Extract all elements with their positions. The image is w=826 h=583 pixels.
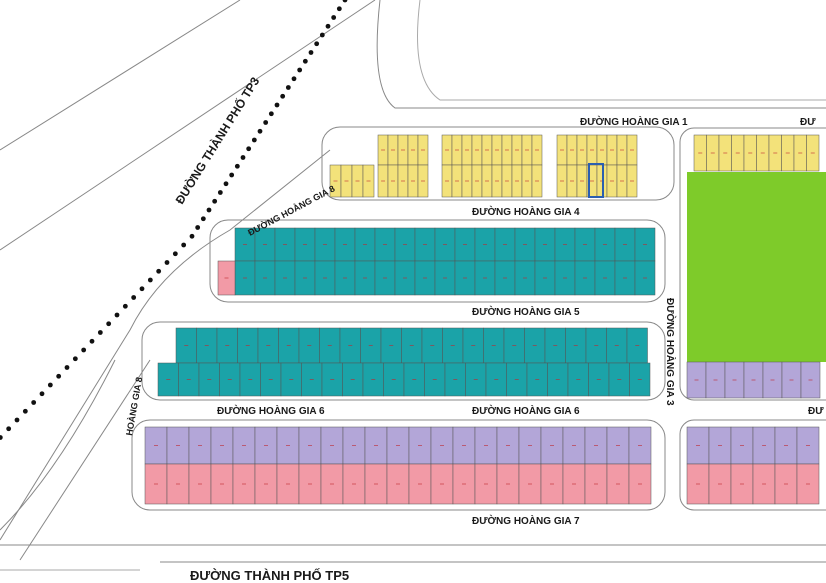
label-hoang-gia-6-left: ĐƯỜNG HOÀNG GIA 6 [217,404,325,417]
rail-dot [257,128,263,134]
rail-dot [212,198,218,204]
rail-dot [72,356,78,362]
block-outlines [131,126,826,511]
rail-dot [302,58,308,64]
rail-dot [274,102,280,108]
rail-dot [331,15,337,20]
rail-dot [97,330,103,335]
label-hoang-gia-4: ĐƯỜNG HOÀNG GIA 4 [472,205,580,218]
rail-dot [181,242,187,248]
road-hoang-gia-1 [376,0,826,109]
rail-dot [342,0,348,3]
rail-dot [246,146,252,152]
rail-dot [0,435,3,440]
road-tp5 [0,544,826,571]
rail-dot [122,303,128,309]
rail-dot [195,225,201,230]
rail-dot [106,321,112,327]
rail-dot [285,85,291,90]
highlighted-lot[interactable] [588,163,604,198]
rail-dot [47,382,53,388]
rail-dot [229,172,235,178]
rail-dot [297,67,303,73]
rail-dot [39,391,45,397]
rail-dot [6,426,12,432]
park-area [687,172,826,362]
rail-dot [325,23,331,29]
railway-line [0,0,348,440]
rail-dot [319,32,325,38]
rail-dot [240,155,246,160]
label-tp3: ĐƯỜNG THÀNH PHỐ TP3 [172,74,263,207]
rail-dot [131,295,137,300]
rail-dot [234,163,240,169]
rail-dot [314,41,320,47]
rail-dot [64,365,70,370]
rail-dot [147,277,153,283]
rail-dot [14,417,20,423]
label-tp5: ĐƯỜNG THÀNH PHỐ TP5 [190,568,349,583]
rail-dot [291,76,297,82]
label-hoang-gia-6: ĐƯỜNG HOÀNG GIA 6 [472,404,580,417]
label-hoang-gia-1-cut: ĐƯ [800,117,816,128]
label-hoang-gia-7: ĐƯỜNG HOÀNG GIA 7 [472,514,580,527]
rail-dot [189,233,195,239]
label-hoang-gia-8-lower: HOÀNG GIA 8 [124,376,144,436]
rail-dot [217,190,223,195]
lots-layer [144,134,821,505]
label-hoang-gia-3: ĐƯỜNG HOÀNG GIA 3 [664,298,677,406]
label-hoang-gia-6-cut: ĐƯ [808,406,824,417]
rail-dot [280,93,286,99]
rail-dot [308,50,314,55]
rail-dot [268,111,274,117]
rail-dot [172,251,178,257]
rail-dot [156,268,162,274]
rail-dot [22,408,28,414]
rail-dot [251,137,257,143]
rail-dot [164,260,170,265]
rail-dot [200,216,206,222]
rail-dot [81,347,87,353]
rail-dot [114,312,120,318]
rail-dot [31,400,37,405]
rail-dot [263,120,269,125]
rail-dot [89,338,95,344]
label-hoang-gia-5: ĐƯỜNG HOÀNG GIA 5 [472,305,580,318]
road-tp3 [0,0,376,561]
rail-dot [223,181,229,187]
rail-dot [56,373,62,379]
rail-dot [139,286,145,292]
rail-dot [206,207,212,213]
label-hoang-gia-1: ĐƯỜNG HOÀNG GIA 1 [580,115,688,128]
rail-dot [336,6,342,12]
